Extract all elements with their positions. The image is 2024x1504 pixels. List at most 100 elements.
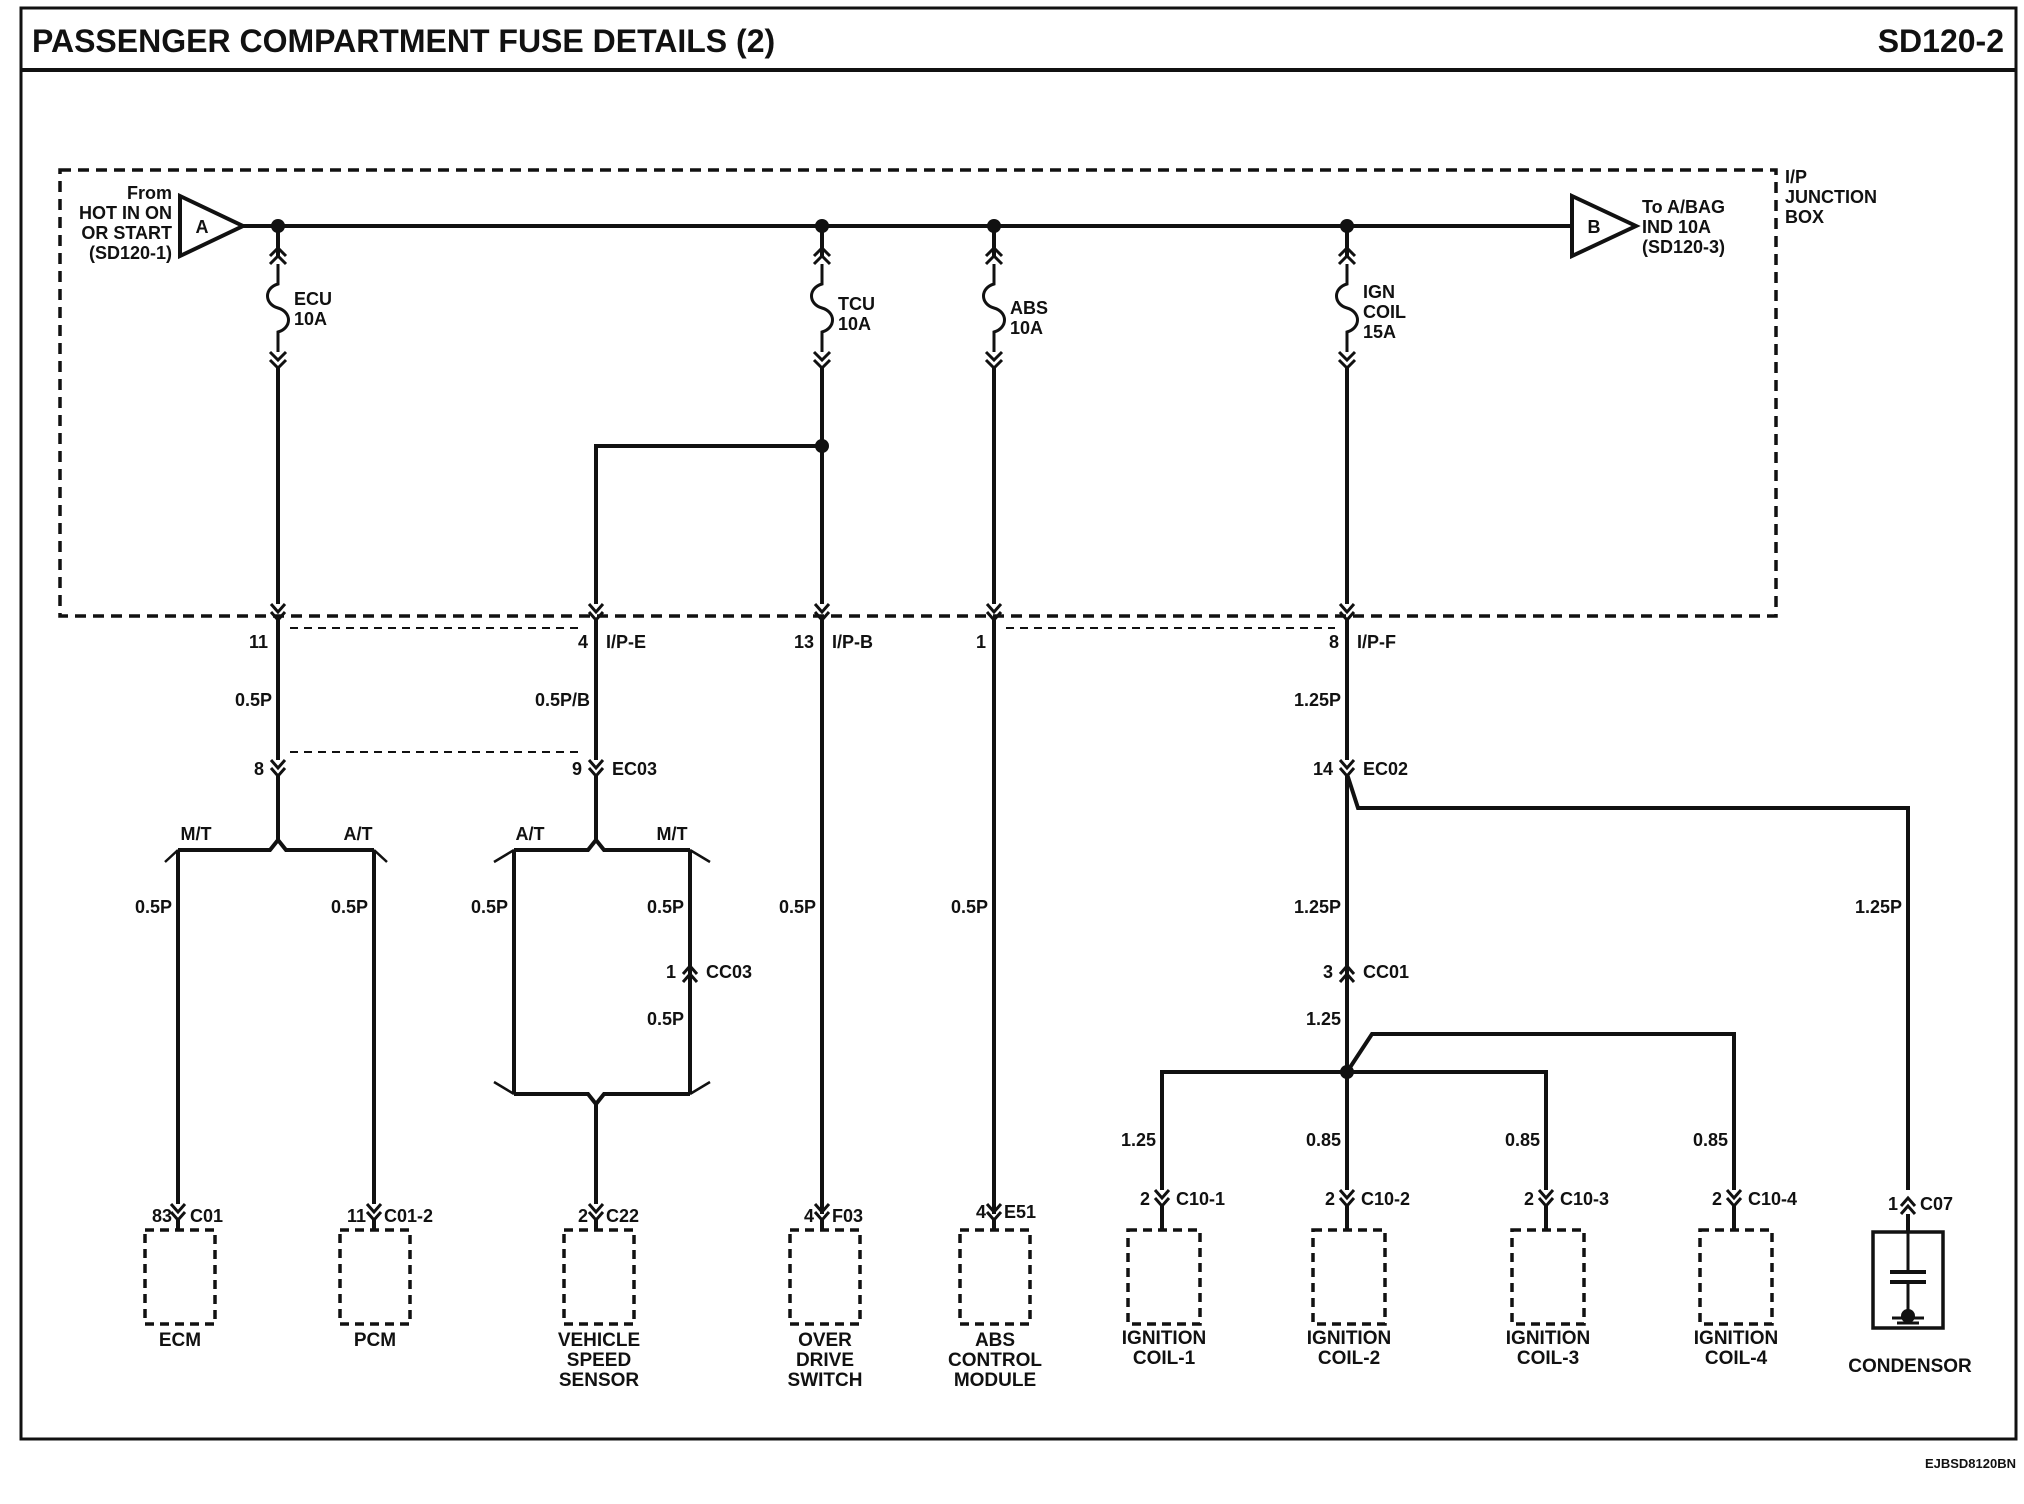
ec02-pin: 14 (1313, 759, 1333, 779)
c10-2-pin: 2 (1325, 1189, 1335, 1209)
ods-box (788, 1228, 862, 1326)
svg-text:SPEED: SPEED (567, 1350, 631, 1371)
f03-pin: 4 (804, 1206, 814, 1226)
ip-conn-f: I/P-F (1357, 632, 1396, 652)
svg-text:TCU: TCU (838, 294, 875, 314)
condensor-label: CONDENSOR (1848, 1356, 1972, 1377)
svg-text:To A/BAG: To A/BAG (1642, 197, 1725, 217)
coil4-label: IGNITION COIL-4 (1694, 1328, 1778, 1369)
svg-text:OR START: OR START (81, 223, 172, 243)
ip-conn-e: I/P-E (606, 632, 646, 652)
c10-4-name: C10-4 (1748, 1189, 1797, 1209)
pcm-label: PCM (354, 1330, 396, 1351)
wire-ecm: 0.5P (135, 897, 172, 917)
fuse-abs (982, 246, 1006, 370)
wire-vss-at: 0.5P (471, 897, 508, 917)
c10-3-pin: 2 (1524, 1189, 1534, 1209)
fuse-ecu-label: ECU 10A (294, 289, 332, 329)
svg-text:IGNITION: IGNITION (1307, 1328, 1391, 1349)
svg-text:COIL-3: COIL-3 (1517, 1348, 1579, 1369)
svg-text:10A: 10A (1010, 318, 1043, 338)
ec03-pin-vss: 9 (572, 759, 582, 779)
c01-name: C01 (190, 1206, 223, 1226)
abs-module-label: ABS CONTROL MODULE (948, 1330, 1042, 1391)
c22-pin: 2 (578, 1206, 588, 1226)
svg-text:ABS: ABS (975, 1330, 1015, 1351)
wire-abs: 0.5P (951, 897, 988, 917)
c10-3-name: C10-3 (1560, 1189, 1609, 1209)
variant-at-ecu: A/T (344, 824, 373, 844)
pcm-box (338, 1228, 412, 1326)
variant-at-vss: A/T (516, 824, 545, 844)
coil4-box (1698, 1228, 1774, 1326)
ip-pin-abs: 1 (976, 632, 986, 652)
fuse-abs-label: ABS 10A (1010, 298, 1048, 338)
fuse-ign-label: IGN COIL 15A (1363, 282, 1406, 342)
variant-mt-ecu: M/T (181, 824, 212, 844)
svg-text:10A: 10A (838, 314, 871, 334)
svg-text:BOX: BOX (1785, 207, 1824, 227)
svg-text:IND 10A: IND 10A (1642, 217, 1711, 237)
ec03-pin-ecu: 8 (254, 759, 264, 779)
source-label: From HOT IN ON OR START (SD120-1) (79, 183, 172, 263)
f03-name: F03 (832, 1206, 863, 1226)
e51-pin: 4 (976, 1202, 986, 1222)
svg-text:IGN: IGN (1363, 282, 1395, 302)
svg-text:CONTROL: CONTROL (948, 1350, 1042, 1371)
coil3-box (1510, 1228, 1586, 1326)
wire-ign: 1.25P (1294, 690, 1341, 710)
coil1-label: IGNITION COIL-1 (1122, 1328, 1206, 1369)
ip-pin-tcu: 13 (794, 632, 814, 652)
coil2-label: IGNITION COIL-2 (1307, 1328, 1391, 1369)
junction-box-label: I/P JUNCTION BOX (1785, 167, 1877, 227)
cc01-name: CC01 (1363, 962, 1409, 982)
junction-box-outline (58, 168, 1778, 618)
svg-text:I/P: I/P (1785, 167, 1807, 187)
coil1-box (1126, 1228, 1202, 1326)
wire-ecu: 0.5P (235, 690, 272, 710)
svg-text:MODULE: MODULE (954, 1370, 1036, 1391)
condensor-symbol (1871, 1230, 1945, 1330)
cc03-pin: 1 (666, 962, 676, 982)
svg-text:JUNCTION: JUNCTION (1785, 187, 1877, 207)
c10-1-name: C10-1 (1176, 1189, 1225, 1209)
c01-pin: 83 (152, 1206, 172, 1226)
svg-text:COIL-2: COIL-2 (1318, 1348, 1380, 1369)
ec03-name: EC03 (612, 759, 657, 779)
wire-ign3: 1.25 (1306, 1009, 1341, 1029)
svg-text:From: From (127, 183, 172, 203)
abs-box (958, 1228, 1032, 1326)
wire-odsw: 0.5P (779, 897, 816, 917)
c07-pin: 1 (1888, 1194, 1898, 1214)
ecm-label: ECM (159, 1330, 201, 1351)
coil2-box (1311, 1228, 1387, 1326)
wire-vss-mt2: 0.5P (647, 1009, 684, 1029)
wire-vss-mt: 0.5P (647, 897, 684, 917)
fuse-ecu (266, 246, 290, 370)
page-frame (19, 6, 2018, 1441)
wire-coil3: 0.85 (1505, 1130, 1540, 1150)
wire-vss: 0.5P/B (535, 690, 590, 710)
svg-text:VEHICLE: VEHICLE (558, 1330, 640, 1351)
cc03-name: CC03 (706, 962, 752, 982)
footer-code: EJBSD8120BN (1925, 1456, 2016, 1471)
svg-text:A: A (196, 217, 209, 237)
ecm-box (143, 1228, 217, 1326)
ip-pin-vss: 4 (578, 632, 588, 652)
c10-4-pin: 2 (1712, 1189, 1722, 1209)
svg-text:B: B (1588, 217, 1601, 237)
vss-label: VEHICLE SPEED SENSOR (558, 1330, 640, 1391)
svg-text:SWITCH: SWITCH (788, 1370, 863, 1391)
svg-text:COIL-4: COIL-4 (1705, 1348, 1768, 1369)
wire-pcm: 0.5P (331, 897, 368, 917)
variant-mt-vss: M/T (657, 824, 688, 844)
source-connector-a: A (178, 192, 248, 260)
wire-coil1: 1.25 (1121, 1130, 1156, 1150)
ip-conn-b: I/P-B (832, 632, 873, 652)
wire-cond: 1.25P (1855, 897, 1902, 917)
svg-text:COIL-1: COIL-1 (1133, 1348, 1196, 1369)
ec02-name: EC02 (1363, 759, 1408, 779)
c22-name: C22 (606, 1206, 639, 1226)
fuse-tcu (810, 246, 834, 370)
svg-text:OVER: OVER (798, 1330, 852, 1351)
